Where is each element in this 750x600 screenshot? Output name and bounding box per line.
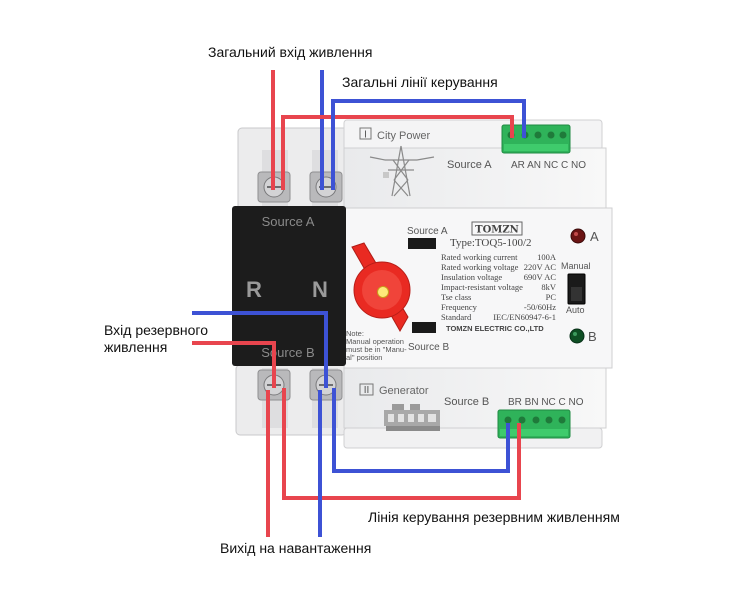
brand-logo: TOMZN <box>475 225 519 236</box>
callout-backup-input-line1: Вхід резервного <box>104 322 208 338</box>
bottom-terminal-block <box>497 409 571 439</box>
spec-label-5: Frequency <box>441 302 478 312</box>
spec-label-0: Rated working current <box>441 252 518 262</box>
top-module-source: Source A <box>447 159 492 171</box>
spec-value-0: 100A <box>537 252 557 262</box>
bottom-module-name: Generator <box>379 385 429 397</box>
panel-r-label: R <box>246 277 262 302</box>
manual-handle[interactable] <box>351 242 411 333</box>
bottom-module-roman: II <box>364 385 370 396</box>
spec-label-6: Standard <box>441 312 472 322</box>
panel-source-b-label: Source B <box>261 345 314 360</box>
callout-main-control-lines: Загальні лінії керування <box>342 74 498 90</box>
spec-table: Rated working current 100A Rated working… <box>441 252 557 322</box>
spec-value-1: 220V AC <box>524 262 557 272</box>
indicator-b-label: B <box>588 329 597 344</box>
spec-value-3: 8kV <box>541 282 557 292</box>
note-line-3: must be in "Manu- <box>346 345 407 354</box>
source-a-window <box>408 238 436 249</box>
spec-value-2: 690V AC <box>524 272 557 282</box>
wire-main-control-blue <box>331 99 526 190</box>
callout-backup-input-line2: живлення <box>104 339 168 355</box>
front-source-b-label: Source B <box>408 342 449 353</box>
indicator-a-label: A <box>590 229 599 244</box>
bottom-module-generator: II Generator Source B BR BN NC C NO <box>359 383 584 431</box>
manufacturer-label: TOMZN ELECTRIC CO.,LTD <box>446 324 544 333</box>
callout-backup-control-line: Лінія керування резервним живленням <box>368 509 620 525</box>
spec-value-6: IEC/EN60947-6-1 <box>493 312 556 322</box>
top-module-terminal-labels: AR AN NC C NO <box>511 160 586 171</box>
spec-value-4: PC <box>546 292 557 302</box>
top-module-name: City Power <box>377 130 431 142</box>
spec-label-2: Insulation voltage <box>441 272 502 282</box>
indicator-b-led <box>569 328 585 344</box>
power-tower-icon <box>369 145 435 197</box>
panel-source-a-label: Source A <box>262 214 315 229</box>
bottom-module-source: Source B <box>444 396 489 408</box>
front-face: Source A Source B Note: Manual operation… <box>346 221 599 362</box>
wires <box>192 70 526 537</box>
wire-backup-input-red <box>192 341 276 388</box>
terminal-top-n <box>309 171 343 203</box>
type-label: Type:TOQ5-100/2 <box>450 237 532 249</box>
wire-backup-input-blue <box>192 311 328 388</box>
callout-main-power-input: Загальний вхід живлення <box>208 44 373 60</box>
panel-n-label: N <box>312 277 328 302</box>
front-source-a-label: Source A <box>407 226 448 237</box>
source-b-window <box>412 322 436 333</box>
spec-label-4: Tse class <box>441 292 471 302</box>
spec-label-1: Rated working voltage <box>441 262 519 272</box>
switch-auto-label: Auto <box>566 305 585 315</box>
note-line-4: al" position <box>346 353 382 362</box>
wire-main-control-red <box>281 115 514 190</box>
top-module-roman: I <box>364 130 367 141</box>
bottom-module-terminal-labels: BR BN NC C NO <box>508 397 584 408</box>
top-module-city-power: I City Power Source A AR AN NC C NO <box>359 127 586 197</box>
note-line-1: Note: <box>346 329 364 338</box>
wire-backup-control-red <box>282 388 521 500</box>
generator-icon <box>384 404 440 431</box>
note-line-2: Manual operation <box>346 337 404 346</box>
wire-backup-control-blue <box>332 388 510 473</box>
switch-manual-label: Manual <box>561 261 591 271</box>
indicator-a-led <box>570 228 586 244</box>
spec-value-5: -50/60Hz <box>524 302 556 312</box>
spec-label-3: Impact-resistant voltage <box>441 282 523 292</box>
callout-load-output: Вихід на навантаження <box>220 540 372 556</box>
